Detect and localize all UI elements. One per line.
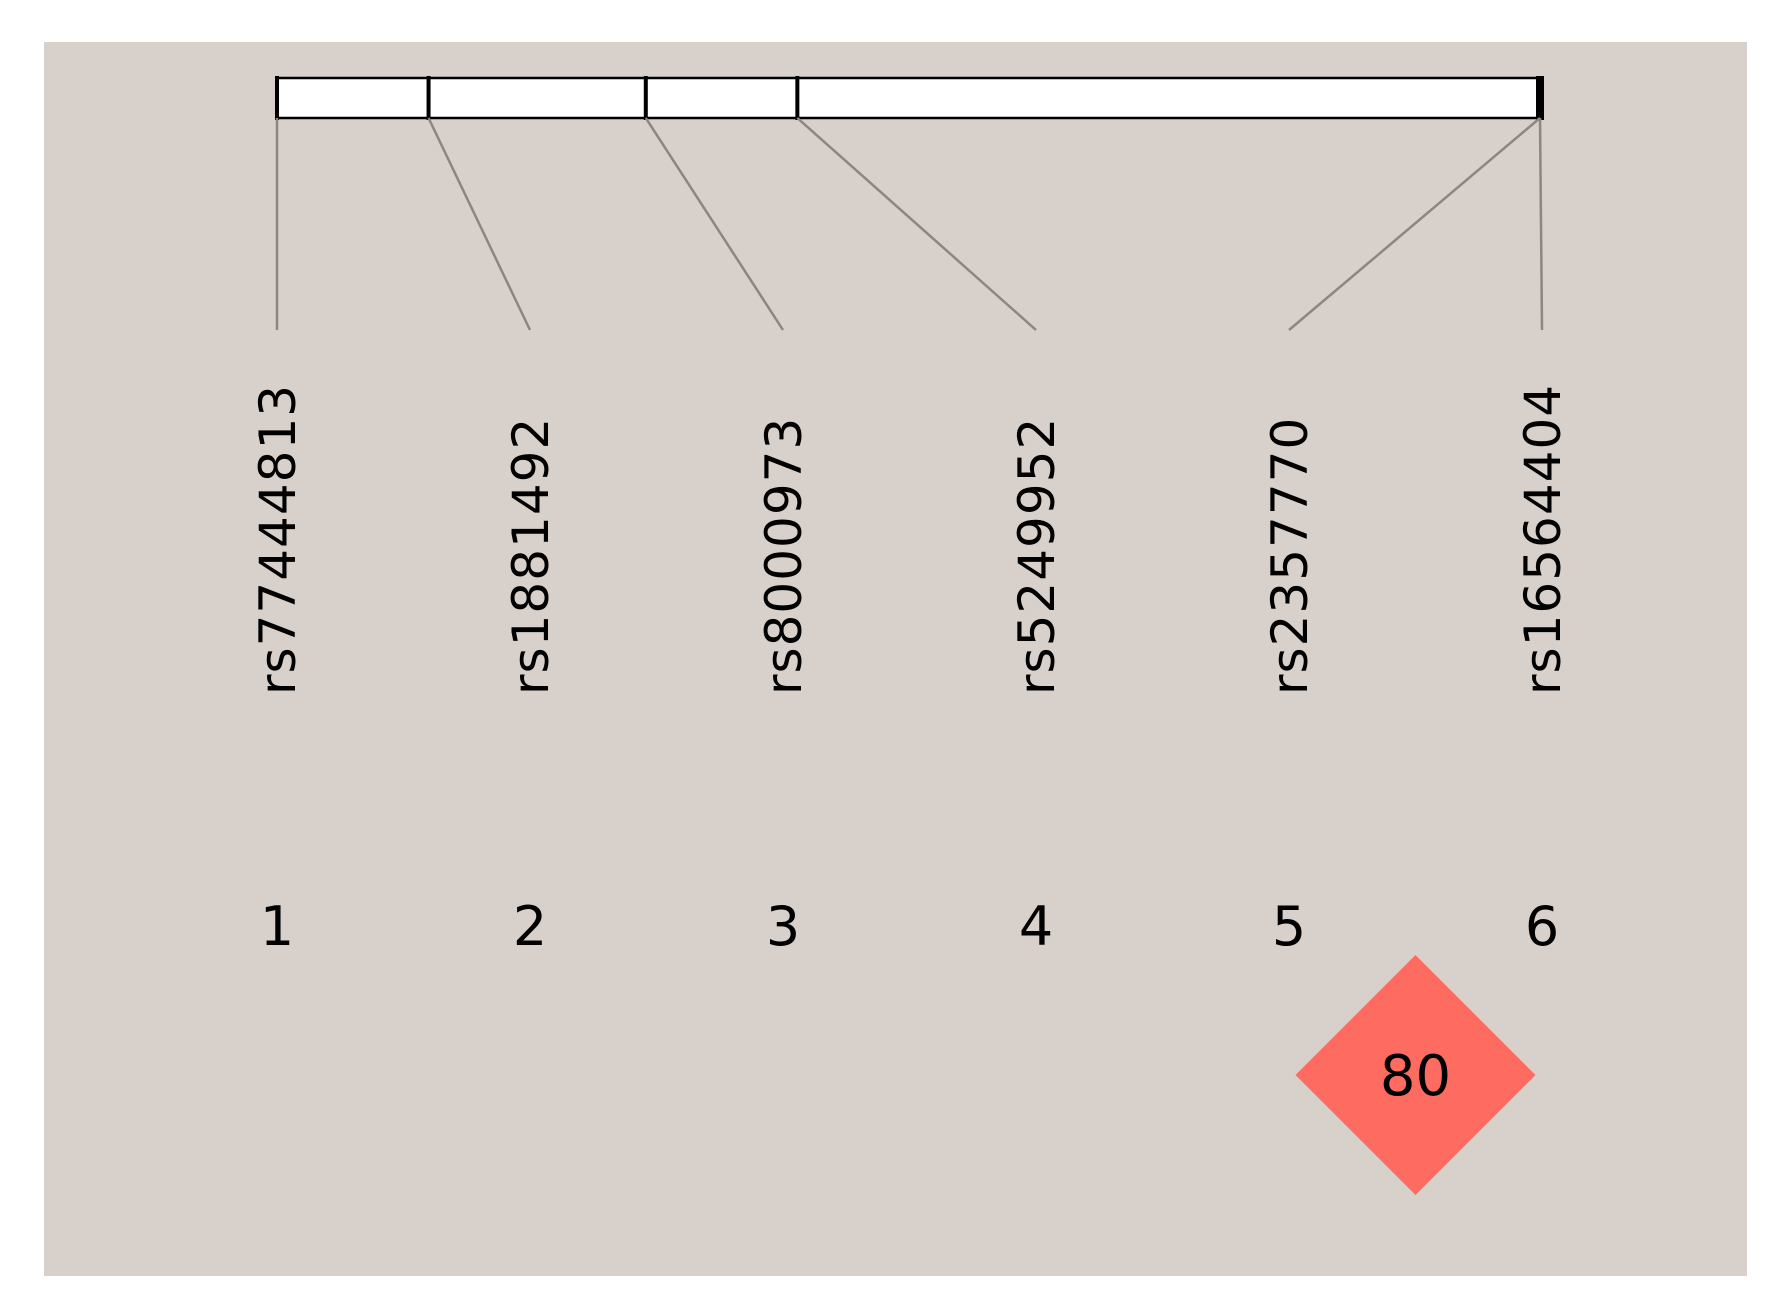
snp-connectors — [275, 117, 1544, 331]
snp-index-5: 5 — [1272, 895, 1306, 958]
snp-connector-4 — [796, 117, 1037, 331]
snp-index-2: 2 — [513, 895, 547, 958]
snp-indices: 1 2 3 4 5 6 — [260, 895, 1559, 958]
ld-value-5-6: 80 — [1380, 1044, 1451, 1109]
snp-label-4: rs5249952 — [1008, 417, 1066, 695]
snp-connector-6 — [1538, 117, 1544, 331]
snp-connector-5 — [1288, 117, 1541, 331]
snp-label-6: rs16564404 — [1514, 384, 1572, 695]
snp-connector-3 — [644, 117, 785, 331]
snp-connector-2 — [427, 117, 532, 331]
snp-label-5: rs2357770 — [1261, 417, 1319, 695]
snp-label-3: rs8000973 — [755, 417, 813, 695]
snp-index-1: 1 — [260, 895, 294, 958]
track-bar — [275, 76, 1542, 120]
chromosome-track — [275, 76, 1544, 120]
ld-diamond-5-6 — [1295, 955, 1536, 1195]
snp-labels: rs77444813 rs1881492 rs8000973 rs5249952 rs2… — [249, 384, 1572, 695]
snp-index-3: 3 — [766, 895, 800, 958]
ld-blocks: 80 — [1295, 955, 1536, 1195]
snp-index-6: 6 — [1525, 895, 1559, 958]
snp-label-1: rs77444813 — [249, 384, 307, 695]
snp-label-2: rs1881492 — [502, 417, 560, 695]
snp-index-4: 4 — [1019, 895, 1053, 958]
